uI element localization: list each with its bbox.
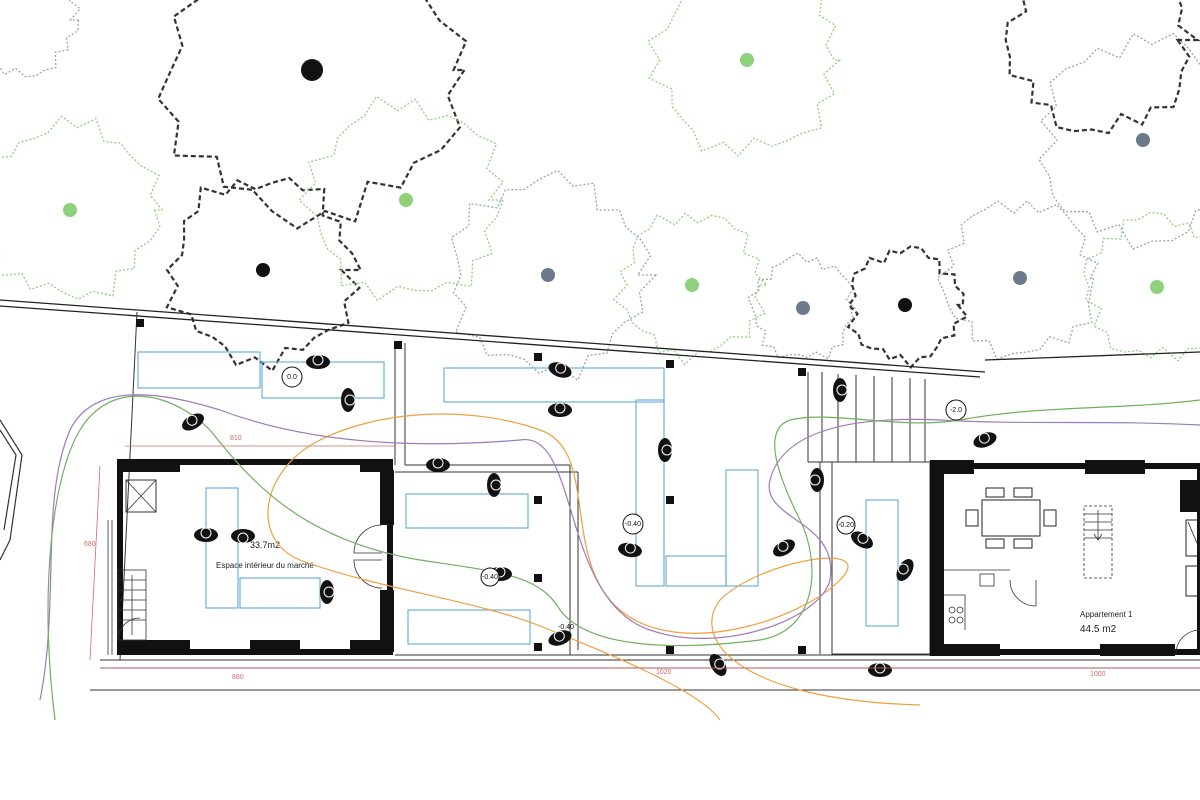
market-name-label: Espace intérieur du marché: [216, 561, 314, 570]
apartment: Appartement 1 44.5 m2: [930, 460, 1200, 656]
market-area-label: 33.7m2: [250, 540, 280, 550]
person-icon: [973, 432, 997, 448]
circulation-paths: [39, 394, 1200, 721]
level-label: -0.20: [838, 522, 854, 529]
market-stall: [665, 555, 727, 587]
person-icon: [773, 539, 795, 557]
market-stall: [635, 399, 665, 587]
column: [534, 574, 542, 582]
market-stall: [239, 577, 321, 609]
person-icon: [868, 662, 892, 677]
market-stall: [405, 493, 529, 529]
path-green: [47, 395, 1200, 721]
person-icon: [231, 529, 255, 544]
plot-lines: [90, 311, 1200, 691]
tree-icon: [1038, 32, 1200, 250]
market-stall: [407, 609, 531, 645]
column: [136, 319, 144, 327]
table-icon: [965, 487, 1057, 549]
exterior-stairs: [807, 372, 931, 655]
person-icon: [182, 413, 204, 431]
tree-icon: [298, 95, 505, 302]
tree-icon: [647, 0, 842, 157]
person-icon: [341, 388, 356, 412]
dimension-top-left: 810: [230, 435, 242, 442]
dimension-left-side: 680: [84, 541, 96, 548]
person-icon: [833, 378, 848, 402]
staircase-icon: [1083, 505, 1113, 579]
column: [666, 646, 674, 654]
person-icon: [658, 438, 673, 462]
person-icon: [896, 559, 914, 581]
person-icon: [487, 473, 502, 497]
person-icon: [320, 580, 335, 604]
tree-icon: [1083, 211, 1200, 362]
column: [534, 643, 542, 651]
market-building: 33.7m2 Espace intérieur du marché: [107, 459, 394, 655]
dimension-bottom-right: 1000: [1090, 671, 1106, 678]
person-icon: [548, 402, 572, 417]
apartment-area-label: 44.5 m2: [1080, 624, 1117, 635]
person-icon: [809, 468, 824, 492]
path-purple: [39, 394, 1200, 701]
tree-icon: [0, 115, 164, 300]
columns: [136, 319, 806, 654]
market-stall: [205, 487, 239, 609]
person-icon: [426, 457, 450, 472]
person-icon: [618, 542, 642, 558]
level-label: -2.0: [950, 407, 962, 414]
market-stall: [865, 499, 899, 627]
people: [182, 354, 997, 677]
tree-canopies: [0, 0, 1200, 382]
site-boundary: [0, 299, 1200, 378]
person-icon: [194, 527, 218, 542]
level-label: -0.40: [625, 521, 641, 528]
person-icon: [306, 354, 330, 369]
dimension-bottom-left: 880: [232, 674, 244, 681]
tree-icon: [747, 252, 857, 360]
level-markers: 0.0 -0.40 -0.20 -2.0 -0.40 -0.40: [281, 366, 967, 631]
market-stalls: [137, 351, 899, 645]
market-stall: [725, 469, 759, 587]
tree-icon: [156, 0, 468, 230]
dimension-bottom-middle: 1020: [656, 669, 672, 676]
path-orange: [267, 413, 921, 721]
tree-icon: [165, 176, 363, 373]
tree-icon: [450, 169, 658, 382]
tree-icon: [1004, 0, 1200, 135]
dimension-lines: [89, 445, 1200, 669]
door-icon: [353, 524, 383, 554]
tree-icon: [0, 0, 82, 78]
level-label: -0.40: [558, 624, 574, 631]
column: [666, 496, 674, 504]
level-label: 0.0: [287, 374, 297, 381]
column: [534, 353, 542, 361]
column: [798, 368, 806, 376]
tree-icon: [936, 199, 1099, 360]
column: [798, 646, 806, 654]
column: [534, 496, 542, 504]
person-icon: [851, 531, 873, 549]
column: [394, 341, 402, 349]
level-label: -0.40: [482, 574, 498, 581]
person-icon: [548, 362, 572, 378]
column: [666, 360, 674, 368]
staircase-icon: [117, 569, 147, 641]
apartment-name-label: Appartement 1: [1080, 610, 1133, 619]
tree-icon: [612, 212, 769, 366]
left-structure: [0, 419, 23, 561]
market-stall: [137, 351, 261, 389]
tree-icon: [846, 245, 969, 369]
person-icon: [548, 630, 572, 646]
